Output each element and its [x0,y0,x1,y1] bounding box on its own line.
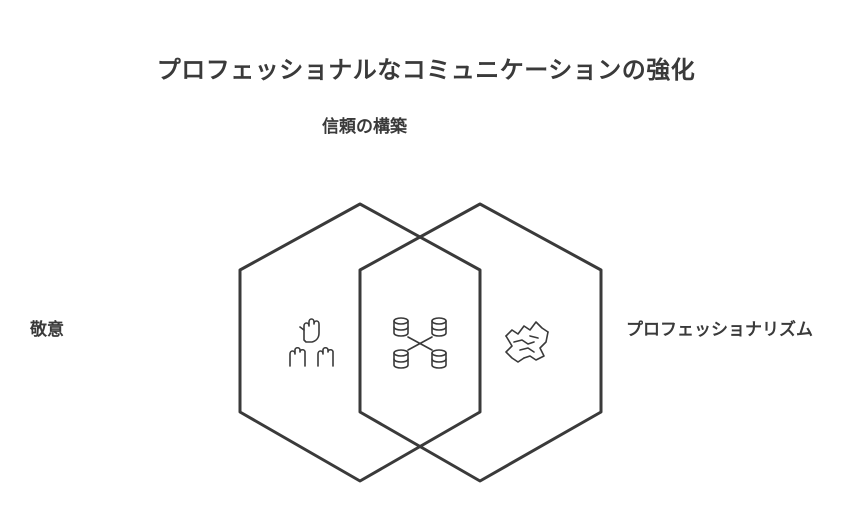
diagram-title: プロフェッショナルなコミュニケーションの強化 [156,56,696,84]
handshake-icon [505,321,549,363]
hexagon-right [358,202,603,483]
raised-hands-icon [289,318,334,367]
connected-databases-icon [393,317,447,369]
label-respect: 敬意 [30,320,64,340]
label-trust-building: 信頼の構築 [322,117,407,137]
label-professionalism: プロフェッショナリズム [626,320,813,340]
hexagon-left [238,202,482,483]
